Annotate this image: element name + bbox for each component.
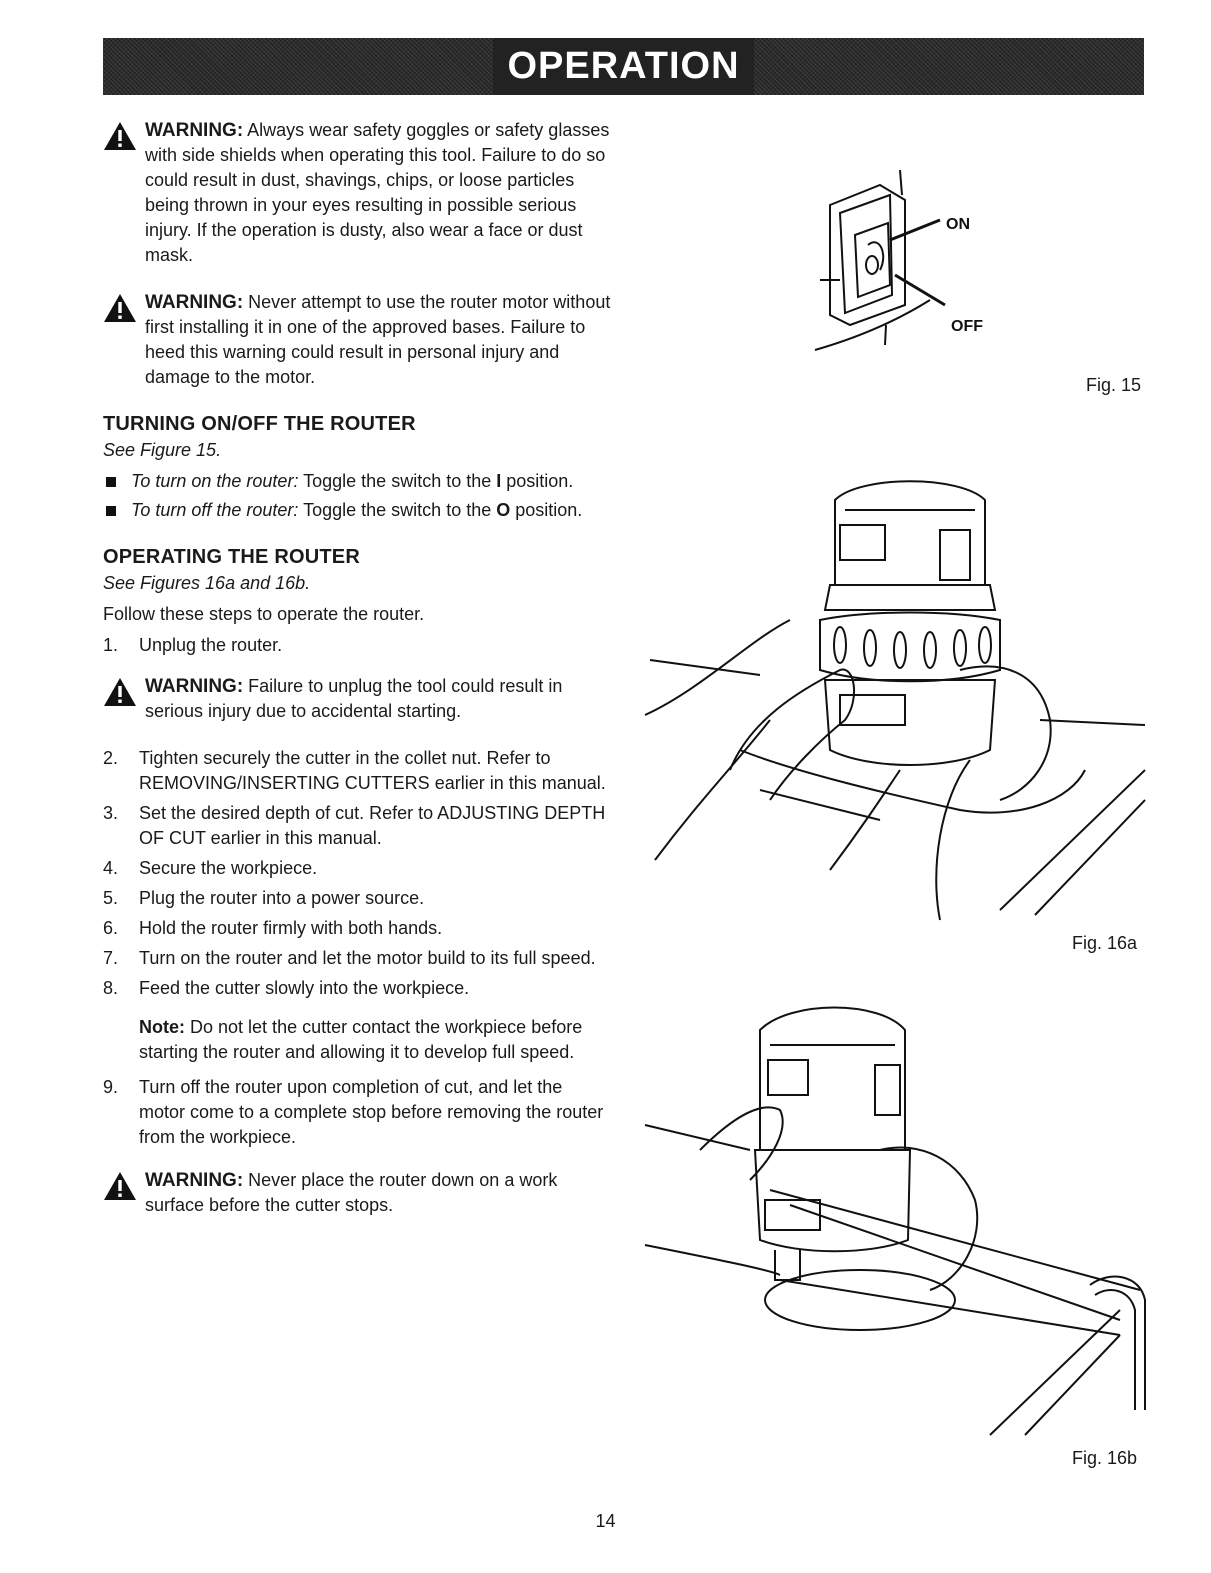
warning-text: Never place the router down on a work su… [145, 1170, 558, 1215]
step-text: Secure the workpiece. [139, 858, 318, 878]
step-item: 6. Hold the router firmly with both hands… [103, 916, 613, 941]
step-item: 5. Plug the router into a power source. [103, 886, 613, 911]
bullet-tail: position. [510, 500, 583, 520]
warning-text: Always wear safety goggles or safety gla… [145, 120, 610, 265]
step-item: 7. Turn on the router and let the motor b… [103, 946, 613, 971]
warning-goggles: WARNING: Always wear safety goggles or s… [103, 118, 613, 268]
section-heading-on-off: TURNING ON/OFF THE ROUTER [103, 413, 416, 435]
see-figure: See Figures 16a and 16b. [103, 573, 311, 593]
step-text: Tighten securely the cutter in the colle… [139, 748, 606, 793]
step-number: 1. [103, 635, 119, 655]
figure-16a-label: Fig. 16a [1072, 933, 1138, 953]
warning-label: WARNING: [145, 676, 244, 697]
step-number: 3. [103, 803, 119, 823]
bullet-lead: To turn on the router: [131, 471, 299, 491]
switch-off-label: OFF [951, 318, 983, 335]
warning-motor-base: WARNING: Never attempt to use the router… [103, 290, 613, 390]
warning-text: Failure to unplug the tool could result … [145, 676, 563, 721]
figure-16b-label: Fig. 16b [1072, 1448, 1138, 1468]
page-title: OPERATION [493, 38, 754, 95]
figure-16a-router-illustration [644, 480, 1146, 921]
note-label: Note: [139, 1017, 185, 1037]
bullet-tail: position. [501, 471, 574, 491]
step-text: Plug the router into a power source. [139, 888, 425, 908]
warning-triangle-icon [104, 678, 136, 706]
warning-triangle-icon [104, 1172, 136, 1200]
step-number: 2. [103, 748, 119, 768]
bullet-square-icon [106, 477, 116, 487]
figure-15-label: Fig. 15 [1086, 375, 1142, 395]
warning-label: WARNING: [145, 292, 244, 313]
step-number: 9. [103, 1077, 119, 1097]
step-item: 2. Tighten securely the cutter in the col… [103, 746, 613, 796]
list-item: To turn off the router: Toggle the switc… [103, 498, 613, 523]
warning-triangle-icon [104, 294, 136, 322]
note: Note: Do not let the cutter contact the … [103, 1015, 613, 1065]
step-text: Hold the router firmly with both hands. [139, 918, 443, 938]
bullet-lead: To turn off the router: [131, 500, 299, 520]
figure-16b-router-illustration [644, 1006, 1146, 1436]
warning-label: WARNING: [145, 120, 244, 141]
header-banner: OPERATION [103, 38, 1144, 95]
warning-place-down: WARNING: Never place the router down on … [103, 1168, 613, 1218]
warning-triangle-icon [104, 122, 136, 150]
list-item: To turn on the router: Toggle the switch… [103, 469, 613, 494]
step-text: Turn off the router upon completion of c… [139, 1077, 604, 1147]
step-item: 1. Unplug the router. [103, 633, 613, 658]
text-column: WARNING: Always wear safety goggles or s… [103, 118, 613, 1240]
step-number: 8. [103, 978, 119, 998]
step-number: 6. [103, 918, 119, 938]
page-number: 14 [595, 1511, 616, 1531]
switch-on-label: ON [946, 216, 970, 233]
warning-unplug: WARNING: Failure to unplug the tool coul… [103, 674, 613, 724]
bullet-square-icon [106, 506, 116, 516]
step-item: 9. Turn off the router upon completion of… [103, 1075, 613, 1150]
step-text: Feed the cutter slowly into the workpiec… [139, 978, 470, 998]
switch-symbol: I [496, 471, 502, 491]
figure-15-switch-illustration: ON OFF [814, 169, 983, 351]
section-heading-operating: OPERATING THE ROUTER [103, 546, 360, 568]
step-item: 4. Secure the workpiece. [103, 856, 613, 881]
step-number: 7. [103, 948, 119, 968]
step-number: 4. [103, 858, 119, 878]
step-text: Unplug the router. [139, 635, 283, 655]
note-text: Do not let the cutter contact the workpi… [139, 1017, 583, 1062]
intro-text: Follow these steps to operate the router… [103, 604, 425, 624]
switch-symbol: O [496, 500, 511, 520]
step-text: Set the desired depth of cut. Refer to A… [139, 803, 606, 848]
warning-text: Never attempt to use the router motor wi… [145, 292, 611, 387]
step-text: Turn on the router and let the motor bui… [139, 948, 596, 968]
step-item: 8. Feed the cutter slowly into the workpi… [103, 976, 613, 1001]
see-figure: See Figure 15. [103, 440, 222, 460]
warning-label: WARNING: [145, 1170, 244, 1191]
step-item: 3. Set the desired depth of cut. Refer to… [103, 801, 613, 851]
bullet-text: Toggle the switch to the [298, 471, 497, 491]
step-number: 5. [103, 888, 119, 908]
bullet-text: Toggle the switch to the [298, 500, 497, 520]
